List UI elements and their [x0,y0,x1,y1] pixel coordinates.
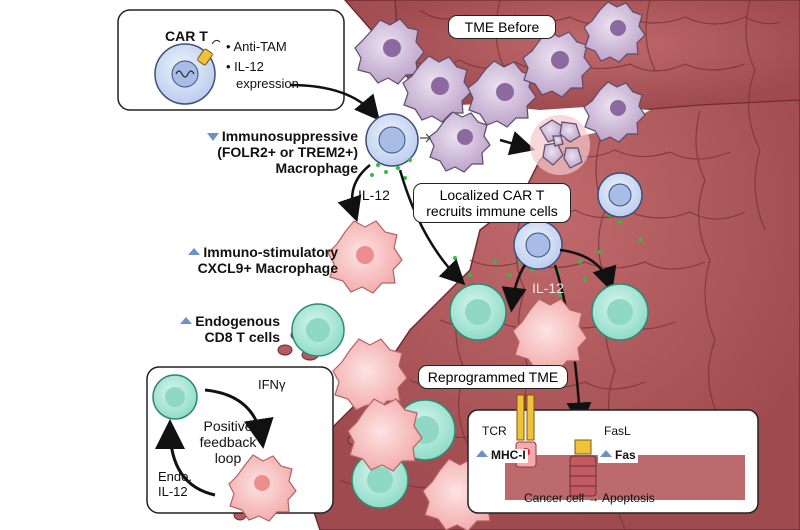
fas-label-text: Fas [615,448,636,462]
car-t-cell-upper-right [597,172,643,218]
cancer-cell-text: Cancer cell [524,491,585,505]
immunosuppressive-line-1-text: Immunosuppressive [221,128,358,144]
localized-car-t-label: Localized CAR T recruits immune cells [413,183,571,224]
endo-line-2: IL-12 [158,483,188,499]
immunostimulatory-macrophage [327,220,403,294]
increase-arrow-icon [476,450,488,458]
tme-before-label: TME Before [448,15,556,40]
cancer-apoptosis-label: Cancer cell → Apoptosis [524,491,655,506]
mhc-label: MHC-I [474,448,528,463]
immunostimulatory-line-1: Immuno-stimulatory [148,244,338,260]
tcr-label: TCR [482,424,507,438]
immunosuppressive-line-1: Immunosuppressive [178,128,358,144]
car-t-bullet-2-cont: expression [236,76,299,91]
increase-arrow-icon [600,450,612,458]
arrow-to-car-t [289,83,380,121]
car-t-bullet-2-text: IL-12 [234,59,264,74]
car-t-box-illustration [117,9,345,111]
feedback-loop-box [146,366,334,522]
endogenous-line-1-text: Endogenous [195,313,280,329]
immunosuppressive-line-2: (FOLR2+ or TREM2+) [217,144,358,161]
fas-label: Fas [598,448,638,463]
increase-arrow-icon [188,247,201,255]
car-t-title: CAR T [165,28,208,44]
mhc-label-text: MHC-I [491,448,526,462]
macrophage-suppressed [428,111,491,173]
immunosuppressive-macrophages-top [354,1,646,143]
immunostimulatory-label: Immuno-stimulatory CXCL9+ Macrophage [148,244,338,276]
ifn-gamma-label: IFNγ [258,377,286,392]
car-t-bullet-1: • Anti-TAM [226,39,287,54]
car-t-cell-localized [513,220,563,270]
immunosuppressive-line-3: Macrophage [275,160,358,177]
feedback-line-1: Positive [203,418,253,434]
car-t-bullet-2: • IL-12 [226,59,264,74]
localized-line-2: recruits immune cells [426,203,558,220]
car-t-bullet-1-text: Anti-TAM [233,39,287,54]
endogenous-cd8-cell [291,303,345,357]
decrease-arrow-icon [206,133,219,142]
arrow-to-m1-macrophage [337,164,371,223]
immunostimulatory-line-2: CXCL9+ Macrophage [197,260,338,277]
right-arrow-icon: → [587,491,600,505]
arrow-to-cd8 [398,169,466,286]
arrow-to-dying-macrophage [499,131,536,156]
fasl-label: FasL [604,424,631,438]
feedback-loop-label: Positive feedback loop [196,418,260,466]
il12-center-label: IL-12 [532,280,564,296]
feedback-line-3: loop [214,450,242,467]
endo-il12-label: Endo. IL-12 [158,469,192,500]
reprogrammed-tme-label: Reprogrammed TME [418,365,568,390]
endogenous-label: Endogenous CD8 T cells [180,313,280,345]
immunostimulatory-line-1-text: Immuno-stimulatory [203,244,338,260]
endogenous-line-2: CD8 T cells [204,329,280,346]
car-t-cell-center [365,113,419,167]
dying-macrophage [530,115,590,175]
localized-line-1: Localized CAR T [439,187,545,203]
apoptosis-text: Apoptosis [602,491,655,505]
endo-line-1: Endo. [158,469,192,484]
il12-left-label: IL-12 [358,187,390,203]
feedback-line-2: feedback [199,434,257,451]
increase-arrow-icon [180,316,193,324]
immunosuppressive-label: Immunosuppressive (FOLR2+ or TREM2+) Mac… [178,128,358,176]
endogenous-line-1: Endogenous [180,313,280,329]
